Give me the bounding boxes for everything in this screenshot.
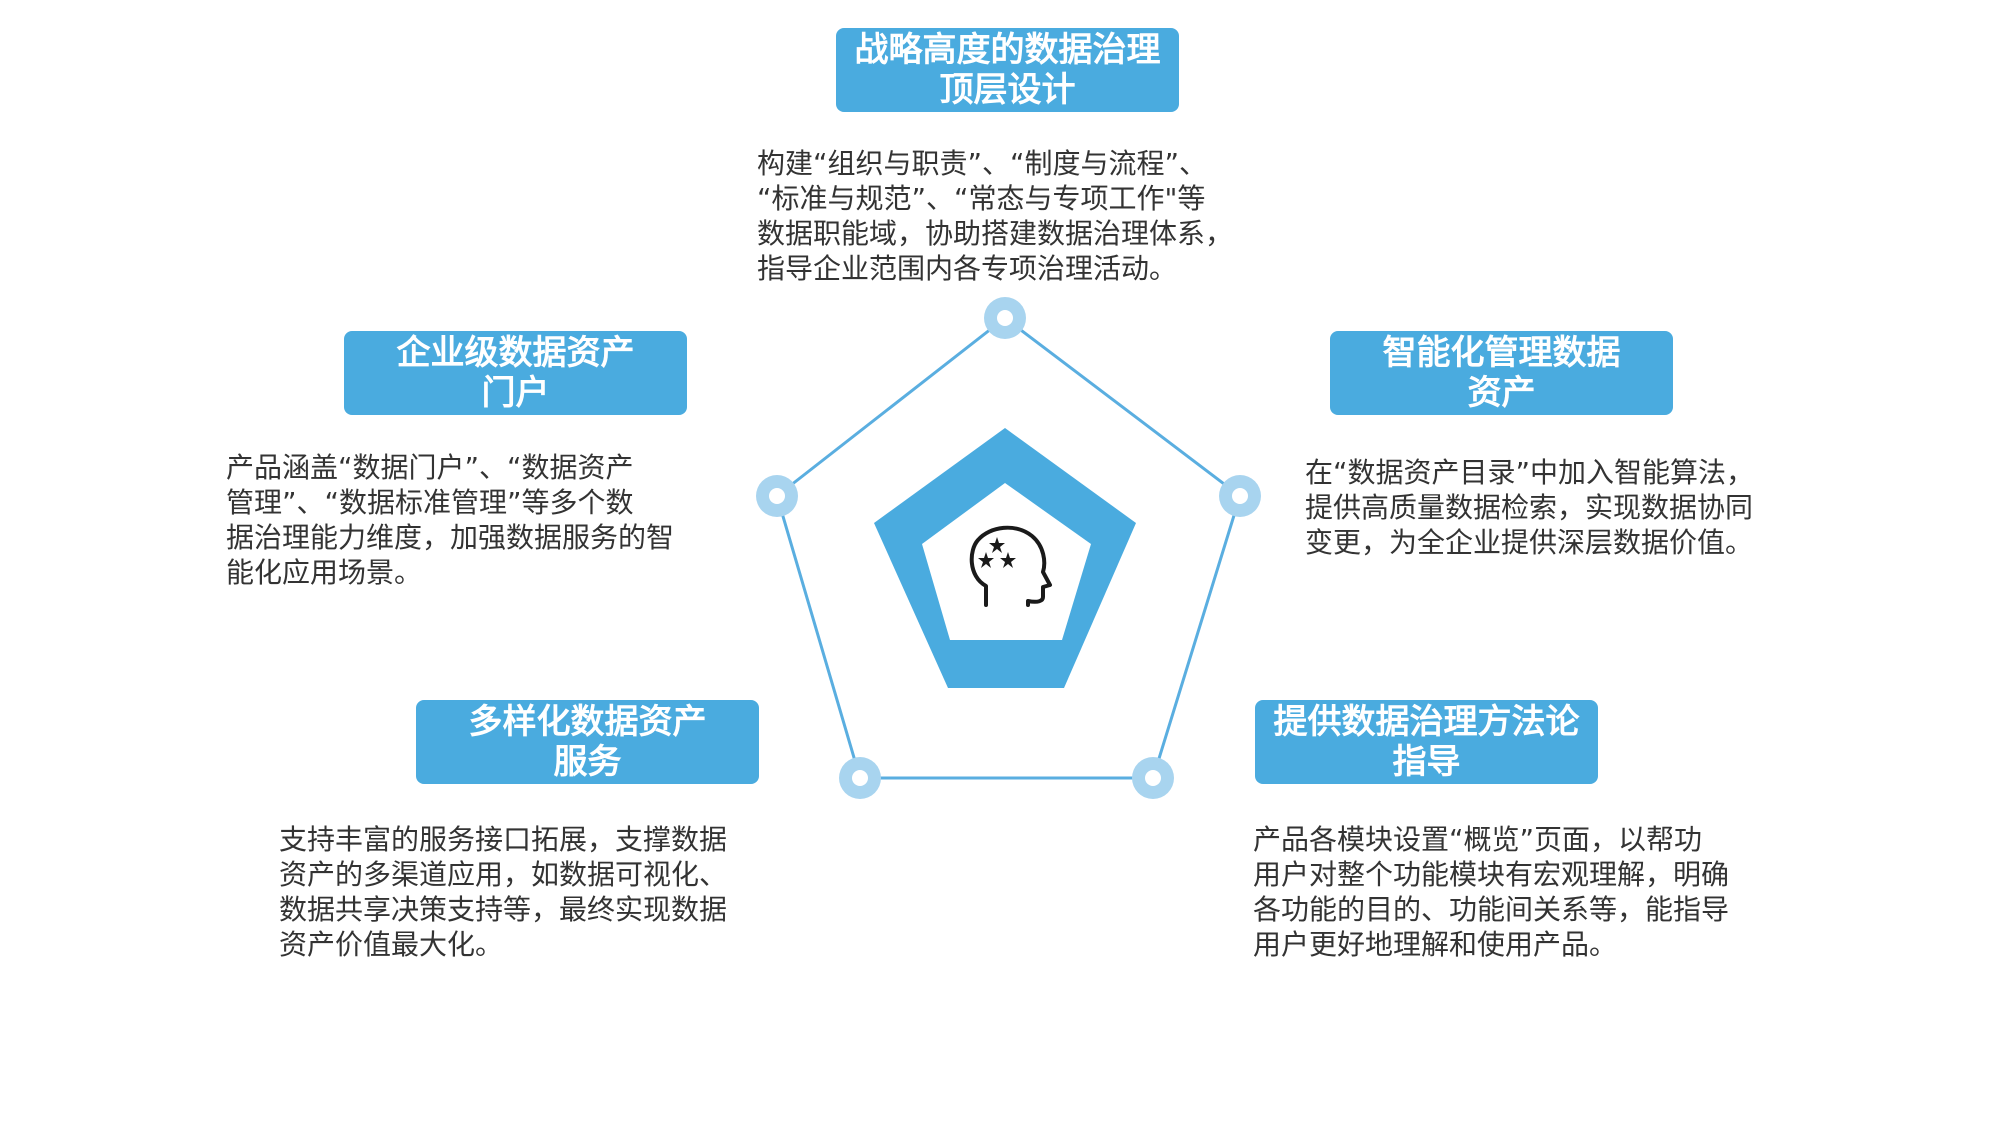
desc-line: 产品涵盖“数据门户”、“数据资产 xyxy=(226,451,634,484)
desc-line: 在“数据资产目录”中加入智能算法， xyxy=(1305,456,1755,489)
desc-line: 各功能的目的、功能间关系等，能指导 xyxy=(1253,893,1730,926)
desc-line: 资产的多渠道应用，如数据可视化、 xyxy=(279,858,728,891)
desc-line: 管理”、“数据标准管理”等多个数 xyxy=(226,486,634,519)
desc-line: “标准与规范”、“常态与专项工作"等 xyxy=(757,182,1206,215)
vertex-dot-upper-right xyxy=(1219,475,1261,517)
desc-line: 用户更好地理解和使用产品。 xyxy=(1253,928,1618,961)
title-line: 多样化数据资产 xyxy=(468,702,707,742)
desc-line: 指导企业范围内各专项治理活动。 xyxy=(757,252,1178,285)
desc-line: 变更，为全企业提供深层数据价值。 xyxy=(1305,526,1754,559)
vertex-dot-lower-left xyxy=(839,757,881,799)
vertex-dot-upper-left xyxy=(756,475,798,517)
title-box-upper-right: 智能化管理数据 资产 xyxy=(1330,331,1673,415)
vertex-dot-lower-right xyxy=(1132,757,1174,799)
vertex-dot-top xyxy=(984,297,1026,339)
desc-line: 构建“组织与职责”、“制度与流程”、 xyxy=(757,147,1208,180)
title-line: 资产 xyxy=(1467,373,1536,413)
description-top: 构建“组织与职责”、“制度与流程”、 “标准与规范”、“常态与专项工作"等 数据… xyxy=(757,146,1233,286)
desc-line: 支持丰富的服务接口拓展，支撑数据 xyxy=(279,823,728,856)
title-box-upper-left: 企业级数据资产 门户 xyxy=(344,331,687,415)
title-box-lower-right: 提供数据治理方法论 指导 xyxy=(1255,700,1598,784)
title-line: 企业级数据资产 xyxy=(396,333,635,373)
title-box-top: 战略高度的数据治理 顶层设计 xyxy=(836,28,1179,112)
desc-line: 提供高质量数据检索，实现数据协同 xyxy=(1305,491,1754,524)
head-with-stars-icon xyxy=(969,525,1052,607)
desc-line: 用户对整个功能模块有宏观理解，明确 xyxy=(1253,858,1730,891)
title-line: 门户 xyxy=(481,373,550,413)
title-line: 顶层设计 xyxy=(939,70,1076,110)
desc-line: 据治理能力维度，加强数据服务的智 xyxy=(226,521,675,554)
description-upper-left: 产品涵盖“数据门户”、“数据资产 管理”、“数据标准管理”等多个数 据治理能力维… xyxy=(226,450,674,590)
title-line: 智能化管理数据 xyxy=(1382,333,1621,373)
outer-pentagon xyxy=(775,316,1242,780)
description-lower-left: 支持丰富的服务接口拓展，支撑数据 资产的多渠道应用，如数据可视化、 数据共享决策… xyxy=(279,822,727,962)
description-upper-right: 在“数据资产目录”中加入智能算法， 提供高质量数据检索，实现数据协同 变更，为全… xyxy=(1305,455,1754,560)
desc-line: 能化应用场景。 xyxy=(226,556,423,589)
title-line: 服务 xyxy=(553,742,622,782)
title-box-lower-left: 多样化数据资产 服务 xyxy=(416,700,759,784)
title-line: 战略高度的数据治理 xyxy=(854,30,1161,70)
desc-line: 数据共享决策支持等，最终实现数据 xyxy=(279,893,728,926)
title-line: 提供数据治理方法论 xyxy=(1273,702,1580,742)
description-lower-right: 产品各模块设置“概览”页面，以帮功 用户对整个功能模块有宏观理解，明确 各功能的… xyxy=(1253,822,1729,962)
desc-line: 资产价值最大化。 xyxy=(279,928,504,961)
desc-line: 数据职能域，协助搭建数据治理体系， xyxy=(757,217,1234,250)
desc-line: 产品各模块设置“概览”页面，以帮功 xyxy=(1253,823,1703,856)
title-line: 指导 xyxy=(1392,742,1461,782)
